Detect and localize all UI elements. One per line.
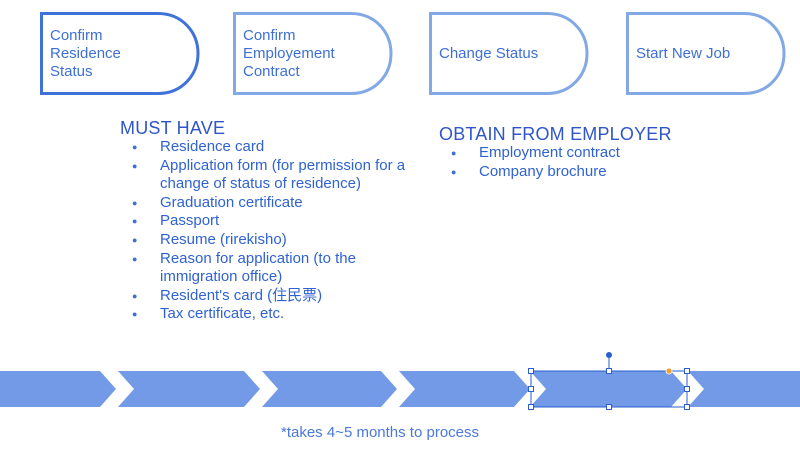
must-have-title: MUST HAVE xyxy=(120,118,226,138)
employer-list: Employment contract Company brochure xyxy=(439,144,739,181)
list-item: Resume (rirekisho) xyxy=(120,231,410,250)
step-label: Change Status xyxy=(439,44,539,62)
step-shape xyxy=(40,12,200,95)
step-label: Confirm Employement Contract xyxy=(243,26,335,80)
list-item: Tax certificate, etc. xyxy=(120,305,410,324)
timeline-segment[interactable] xyxy=(262,371,397,407)
timeline xyxy=(0,352,800,410)
resize-handle-ne[interactable] xyxy=(684,368,690,374)
list-item: Residence card xyxy=(120,138,410,157)
timeline-segment[interactable] xyxy=(0,371,116,407)
step-shape xyxy=(626,12,786,95)
timeline-segment[interactable] xyxy=(118,371,260,407)
step-shape xyxy=(429,12,589,95)
list-item: Reason for application (to the immigrati… xyxy=(120,250,410,287)
timeline-segment[interactable] xyxy=(399,371,530,407)
list-item: Passport xyxy=(120,212,410,231)
must-have-list: Residence card Application form (for per… xyxy=(120,138,410,324)
list-item: Company brochure xyxy=(439,163,739,182)
resize-handle-sw[interactable] xyxy=(528,404,534,410)
obtain-from-employer-title: OBTAIN FROM EMPLOYER xyxy=(439,124,672,144)
timeline-segment-selected[interactable] xyxy=(530,371,687,407)
resize-handle-nw[interactable] xyxy=(528,368,534,374)
list-item: Employment contract xyxy=(439,144,739,163)
resize-handle-se[interactable] xyxy=(684,404,690,410)
step-change-status[interactable]: Change Status xyxy=(429,12,589,95)
step-label: Confirm Residence Status xyxy=(50,26,121,80)
rotate-handle[interactable] xyxy=(606,352,612,358)
resize-handle-s[interactable] xyxy=(606,404,612,410)
resize-handle-w[interactable] xyxy=(528,386,534,392)
list-item: Resident's card (住民票) xyxy=(120,287,410,306)
footnote: *takes 4~5 months to process xyxy=(280,424,480,441)
timeline-segment[interactable] xyxy=(688,371,800,407)
resize-handle-n[interactable] xyxy=(606,368,612,374)
step-confirm-employment-contract[interactable]: Confirm Employement Contract xyxy=(233,12,393,95)
step-start-new-job[interactable]: Start New Job xyxy=(626,12,786,95)
adjust-handle[interactable] xyxy=(665,367,673,375)
list-item: Application form (for permission for a c… xyxy=(120,157,410,194)
list-item: Graduation certificate xyxy=(120,194,410,213)
step-confirm-residence-status[interactable]: Confirm Residence Status xyxy=(40,12,200,95)
step-shape xyxy=(233,12,393,95)
resize-handle-e[interactable] xyxy=(684,386,690,392)
step-label: Start New Job xyxy=(636,44,731,62)
